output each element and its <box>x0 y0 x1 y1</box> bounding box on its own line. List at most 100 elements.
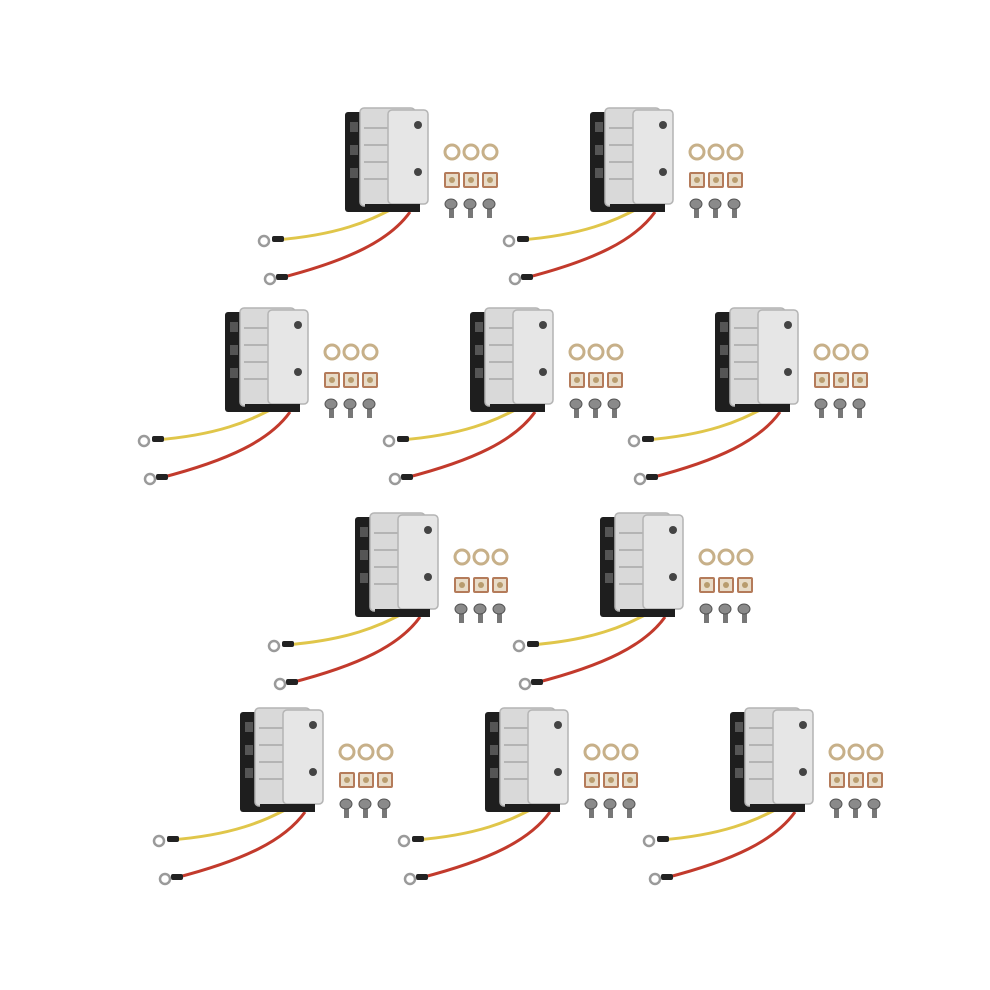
ring-terminal <box>648 872 662 886</box>
wire-harness <box>642 808 797 886</box>
module-base <box>750 804 805 812</box>
module-base <box>245 404 300 412</box>
screw-head <box>718 603 732 615</box>
screw-head <box>699 603 713 615</box>
screw-head <box>454 603 468 615</box>
heat-sink <box>282 709 324 805</box>
screw-head <box>603 798 617 810</box>
ignition-module <box>485 707 569 812</box>
screw-head <box>708 198 722 210</box>
square-nut-hole <box>853 777 859 783</box>
screw-head <box>848 798 862 810</box>
mounting-hole <box>424 573 432 581</box>
ring-terminal <box>257 234 271 248</box>
ignition-module <box>345 107 429 212</box>
yellow-wire <box>169 808 286 842</box>
heat-sink <box>772 709 814 805</box>
square-nut-hole <box>574 377 580 383</box>
screw-shank <box>468 206 473 218</box>
wire-sleeve <box>646 474 658 480</box>
washer <box>453 548 471 566</box>
ignition-kit <box>382 307 624 486</box>
washer <box>342 343 360 361</box>
wire-sleeve <box>416 874 428 880</box>
screw-shank <box>872 806 877 818</box>
ignition-module <box>240 707 324 812</box>
ring-terminal <box>382 434 396 448</box>
screw-shank <box>834 806 839 818</box>
wire-harness <box>257 208 412 286</box>
ring-terminal <box>508 272 522 286</box>
washer <box>361 343 379 361</box>
mounting-hole <box>784 321 792 329</box>
square-nut-hole <box>348 377 354 383</box>
screw-shank <box>363 806 368 818</box>
washer <box>602 743 620 761</box>
yellow-wire <box>399 408 516 442</box>
screw-shank <box>459 611 464 623</box>
square-nut-hole <box>344 777 350 783</box>
connector-pin <box>230 368 238 378</box>
ignition-module <box>470 307 554 412</box>
yellow-wire <box>414 808 531 842</box>
screw-head <box>473 603 487 615</box>
ignition-module <box>225 307 309 412</box>
square-nut-hole <box>713 177 719 183</box>
screw-shank <box>478 611 483 623</box>
screw-shank <box>694 206 699 218</box>
wire-sleeve <box>401 474 413 480</box>
square-nut-hole <box>497 582 503 588</box>
connector-pin <box>360 550 368 560</box>
ring-terminal <box>633 472 647 486</box>
wire-harness <box>382 408 537 486</box>
wire-sleeve <box>152 436 164 442</box>
wire-sleeve <box>282 641 294 647</box>
connector-pin <box>230 345 238 355</box>
wire-sleeve <box>171 874 183 880</box>
screw-head <box>727 198 741 210</box>
washer <box>491 548 509 566</box>
square-nut-hole <box>593 377 599 383</box>
hardware-set <box>813 343 869 418</box>
ignition-kit <box>267 512 509 691</box>
wire-harness <box>627 408 782 486</box>
yellow-wire <box>529 613 646 647</box>
screw-shank <box>612 406 617 418</box>
screw-head <box>622 798 636 810</box>
red-wire <box>664 811 797 880</box>
washer <box>828 743 846 761</box>
screw-head <box>492 603 506 615</box>
mounting-hole <box>414 168 422 176</box>
heat-sink <box>632 109 674 205</box>
ring-terminal <box>143 472 157 486</box>
ring-terminal <box>397 834 411 848</box>
connector-pin <box>735 745 743 755</box>
yellow-wire <box>519 208 636 242</box>
screw-shank <box>732 206 737 218</box>
wire-sleeve <box>397 436 409 442</box>
screw-head <box>607 398 621 410</box>
washer <box>621 743 639 761</box>
yellow-wire <box>284 613 401 647</box>
heat-sink <box>397 514 439 610</box>
screw-shank <box>449 206 454 218</box>
wire-sleeve <box>276 274 288 280</box>
ring-terminal <box>267 639 281 653</box>
washer <box>462 143 480 161</box>
connector-pin <box>605 527 613 537</box>
screw-shank <box>487 206 492 218</box>
module-base <box>610 204 665 212</box>
screw-head <box>689 198 703 210</box>
washer <box>472 548 490 566</box>
wire-sleeve <box>531 679 543 685</box>
mounting-hole <box>424 526 432 534</box>
ring-terminal <box>273 677 287 691</box>
connector-pin <box>490 768 498 778</box>
ignition-kit <box>257 107 499 286</box>
connector-pin <box>245 722 253 732</box>
screw-head <box>588 398 602 410</box>
mounting-hole <box>539 321 547 329</box>
ring-terminal <box>642 834 656 848</box>
washer <box>583 743 601 761</box>
yellow-wire <box>659 808 776 842</box>
